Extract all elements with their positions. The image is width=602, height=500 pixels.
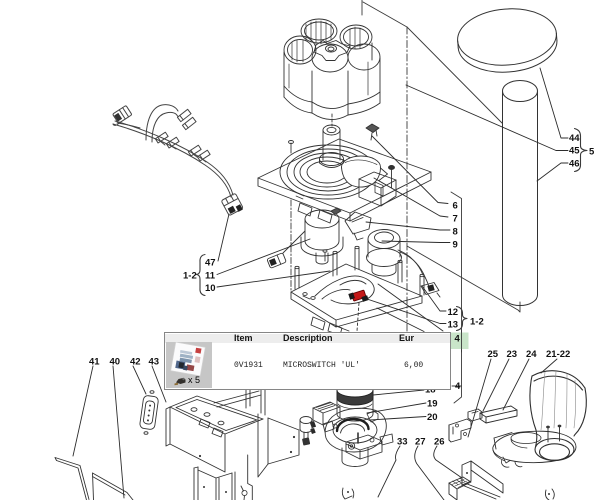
svg-text:19: 19 [427,399,438,410]
svg-text:40: 40 [110,357,121,368]
svg-text:4: 4 [455,334,461,345]
svg-text:21-22: 21-22 [546,349,570,360]
svg-text:47: 47 [205,258,216,269]
svg-text:45: 45 [569,146,580,157]
svg-text:27: 27 [415,437,426,448]
svg-text:46: 46 [569,159,580,170]
svg-text:11: 11 [205,271,216,282]
svg-text:33: 33 [397,437,408,448]
svg-text:43: 43 [149,357,160,368]
svg-text:13: 13 [448,320,459,331]
svg-text:25: 25 [488,349,499,360]
svg-text:26: 26 [434,437,445,448]
svg-text:6: 6 [453,201,458,212]
svg-text:42: 42 [130,357,141,368]
svg-text:23: 23 [507,349,518,360]
svg-text:4: 4 [455,381,461,392]
svg-text:41: 41 [89,357,100,368]
svg-text:10: 10 [205,283,216,294]
svg-text:1-2: 1-2 [470,317,484,328]
svg-text:8: 8 [453,227,458,238]
svg-text:20: 20 [427,412,438,423]
svg-text:1-2: 1-2 [183,271,197,282]
svg-text:24: 24 [526,349,537,360]
svg-text:5: 5 [589,147,595,158]
svg-text:12: 12 [448,307,459,318]
svg-text:9: 9 [453,240,458,251]
svg-text:44: 44 [569,133,580,144]
svg-text:7: 7 [453,214,458,225]
svg-text:18: 18 [425,385,436,396]
